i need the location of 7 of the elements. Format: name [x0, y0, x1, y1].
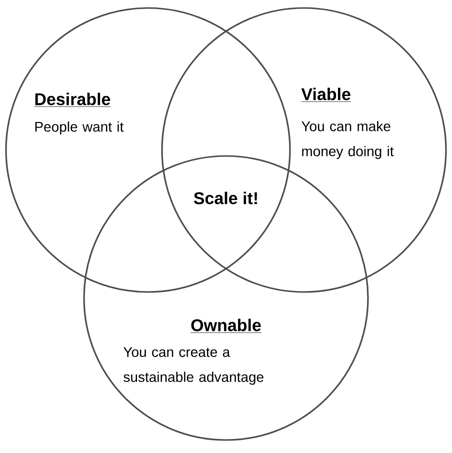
- heading: Viable: [301, 88, 352, 102]
- description: People want it: [35, 121, 124, 135]
- heading: Ownable: [190, 318, 262, 333]
- center-label: Scale it!: [194, 192, 257, 204]
- description: You can create a sustainable advantage: [124, 347, 264, 385]
- description: You can make money doing it: [302, 120, 394, 160]
- heading: Desirable: [34, 92, 111, 107]
